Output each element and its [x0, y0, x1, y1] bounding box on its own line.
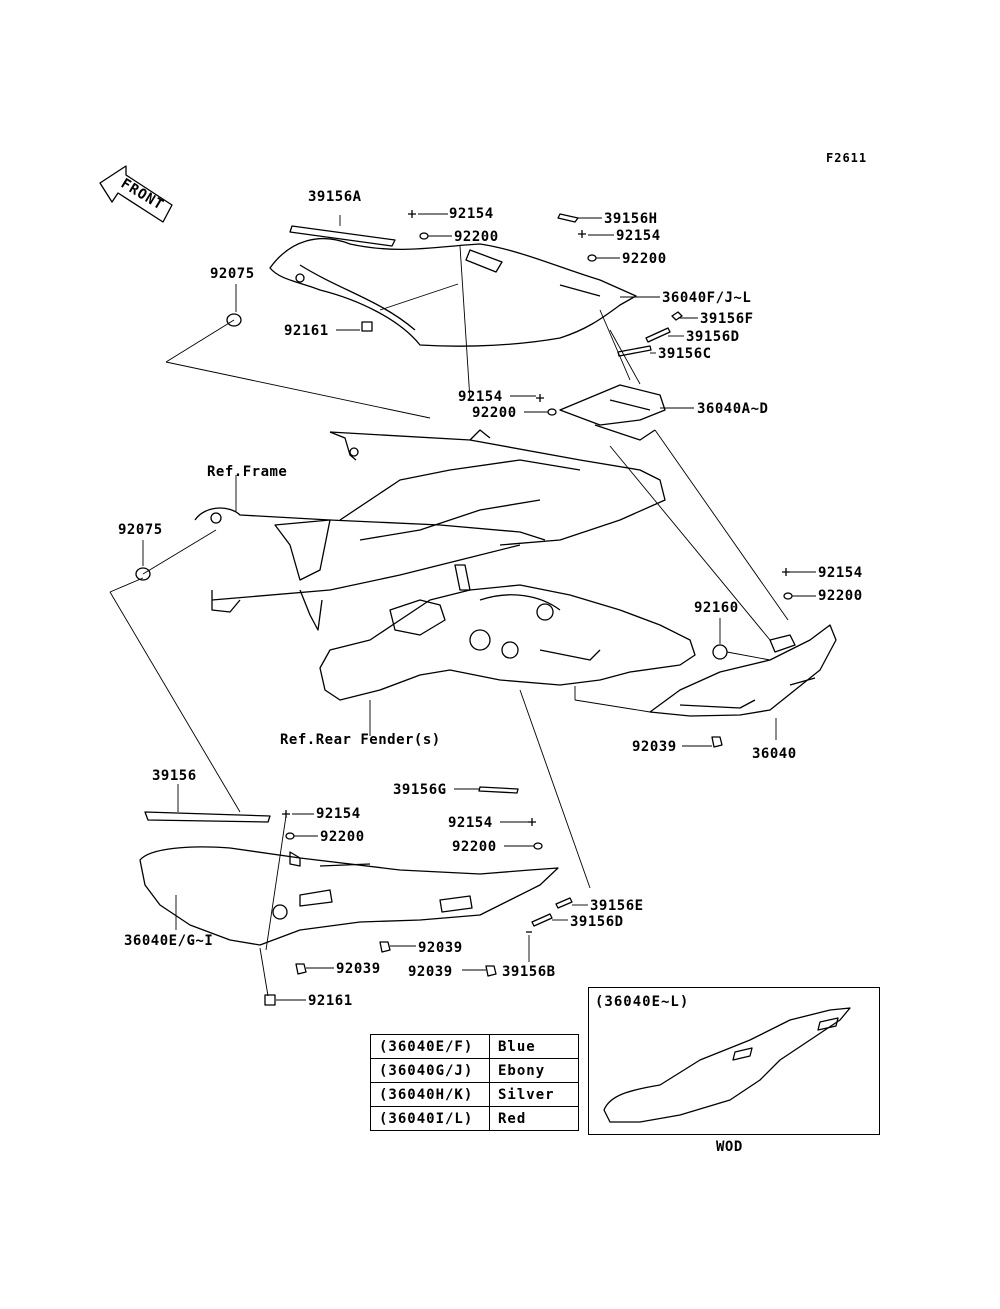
label-39156E: 39156E [590, 898, 644, 914]
label-39156F: 39156F [700, 311, 754, 327]
label-92075-a: 92075 [210, 266, 255, 282]
label-92154-a: 92154 [449, 206, 494, 222]
table-cell-color: Silver [489, 1082, 579, 1107]
tail-cover-36040 [649, 624, 837, 717]
front-arrow-icon: FRONT [99, 165, 173, 223]
label-92200-e: 92200 [320, 829, 365, 845]
bolt-92154-b [578, 230, 586, 238]
label-92039-c: 92039 [336, 961, 381, 977]
table-cell-code: (36040H/K) [370, 1082, 490, 1107]
leader-lines [109, 213, 816, 1001]
inset-side-cover [603, 1007, 851, 1123]
label-92075-b: 92075 [118, 522, 163, 538]
table-row: (36040G/J) Ebony [370, 1058, 579, 1083]
bolt-92154-a [408, 210, 416, 218]
rear-fender [319, 564, 696, 701]
inset-box: (36040E~L) [588, 987, 880, 1135]
inset-caption: WOD [716, 1139, 743, 1155]
rear-frame [194, 429, 666, 631]
upper-seat-cover [269, 237, 637, 347]
label-92200-b: 92200 [622, 251, 667, 267]
table-cell-color: Red [489, 1106, 579, 1131]
table-cell-code: (36040I/L) [370, 1106, 490, 1131]
label-39156A: 39156A [308, 189, 362, 205]
sticker-39156C [617, 345, 652, 357]
table-cell-code: (36040G/J) [370, 1058, 490, 1083]
sticker-39156D-lower [531, 913, 553, 927]
washer-92200-f [533, 842, 543, 850]
washer-92200-d [783, 592, 793, 600]
sticker-39156F [671, 311, 683, 321]
washer-92200-e [285, 832, 295, 840]
washer-92200-a [419, 232, 429, 240]
label-39156D-a: 39156D [686, 329, 740, 345]
label-92200-a: 92200 [454, 229, 499, 245]
table-cell-color: Ebony [489, 1058, 579, 1083]
nut-92039-b [379, 941, 391, 953]
sticker-39156E [555, 897, 573, 909]
label-36040E-G-I: 36040E/G~I [124, 933, 214, 949]
label-ref-rear-fender: Ref.Rear Fender(s) [280, 732, 441, 748]
bolt-92154-c [536, 394, 544, 402]
label-36040: 36040 [752, 746, 797, 762]
label-39156C: 39156C [658, 346, 712, 362]
label-92161-b: 92161 [308, 993, 353, 1009]
label-92039-b: 92039 [418, 940, 463, 956]
nut-92039-d [485, 965, 497, 977]
grommet-92075-lower [135, 567, 151, 581]
label-39156G: 39156G [393, 782, 447, 798]
label-39156D-b: 39156D [570, 914, 624, 930]
clip-92161-lower [264, 994, 276, 1006]
nut-92039-c [295, 963, 307, 975]
label-92200-f: 92200 [452, 839, 497, 855]
label-92039-d: 92039 [408, 964, 453, 980]
sticker-39156H [557, 213, 579, 223]
bolt-92154-d [782, 568, 790, 576]
label-92154-c: 92154 [458, 389, 503, 405]
washer-92200-c [547, 408, 557, 416]
label-92161-a: 92161 [284, 323, 329, 339]
washer-92200-b [587, 254, 597, 262]
trim-strip-39156 [144, 811, 271, 823]
grommet-92160 [712, 644, 728, 660]
label-92160: 92160 [694, 600, 739, 616]
nut-92039-a [711, 736, 723, 748]
bracket-36040A-D [559, 384, 666, 441]
table-cell-code: (36040E/F) [370, 1034, 490, 1059]
bolt-92154-f [528, 818, 536, 826]
label-92200-c: 92200 [472, 405, 517, 421]
label-39156H: 39156H [604, 211, 658, 227]
label-36040F-J-L: 36040F/J~L [662, 290, 752, 306]
label-39156: 39156 [152, 768, 197, 784]
table-row: (36040I/L) Red [370, 1106, 579, 1131]
sticker-39156D-upper [645, 327, 671, 343]
grommet-92075-upper [226, 313, 242, 327]
label-92200-d: 92200 [818, 588, 863, 604]
label-92154-e: 92154 [316, 806, 361, 822]
label-92154-d: 92154 [818, 565, 863, 581]
label-ref-frame: Ref.Frame [207, 464, 288, 480]
sticker-39156G [478, 786, 519, 794]
label-36040A-D: 36040A~D [697, 401, 769, 417]
label-92154-b: 92154 [616, 228, 661, 244]
label-92154-f: 92154 [448, 815, 493, 831]
trim-strip-39156A [289, 225, 396, 247]
figure-code: F2611 [826, 151, 868, 165]
inset-title: (36040E~L) [595, 994, 690, 1010]
table-row: (36040E/F) Blue [370, 1034, 579, 1059]
clip-92161-upper [361, 321, 373, 332]
label-92039-a: 92039 [632, 739, 677, 755]
side-cover-lower [139, 811, 559, 946]
color-variant-table: (36040E/F) Blue (36040G/J) Ebony (36040H… [370, 1034, 579, 1131]
table-cell-color: Blue [489, 1034, 579, 1059]
table-row: (36040H/K) Silver [370, 1082, 579, 1107]
label-39156B: 39156B [502, 964, 556, 980]
